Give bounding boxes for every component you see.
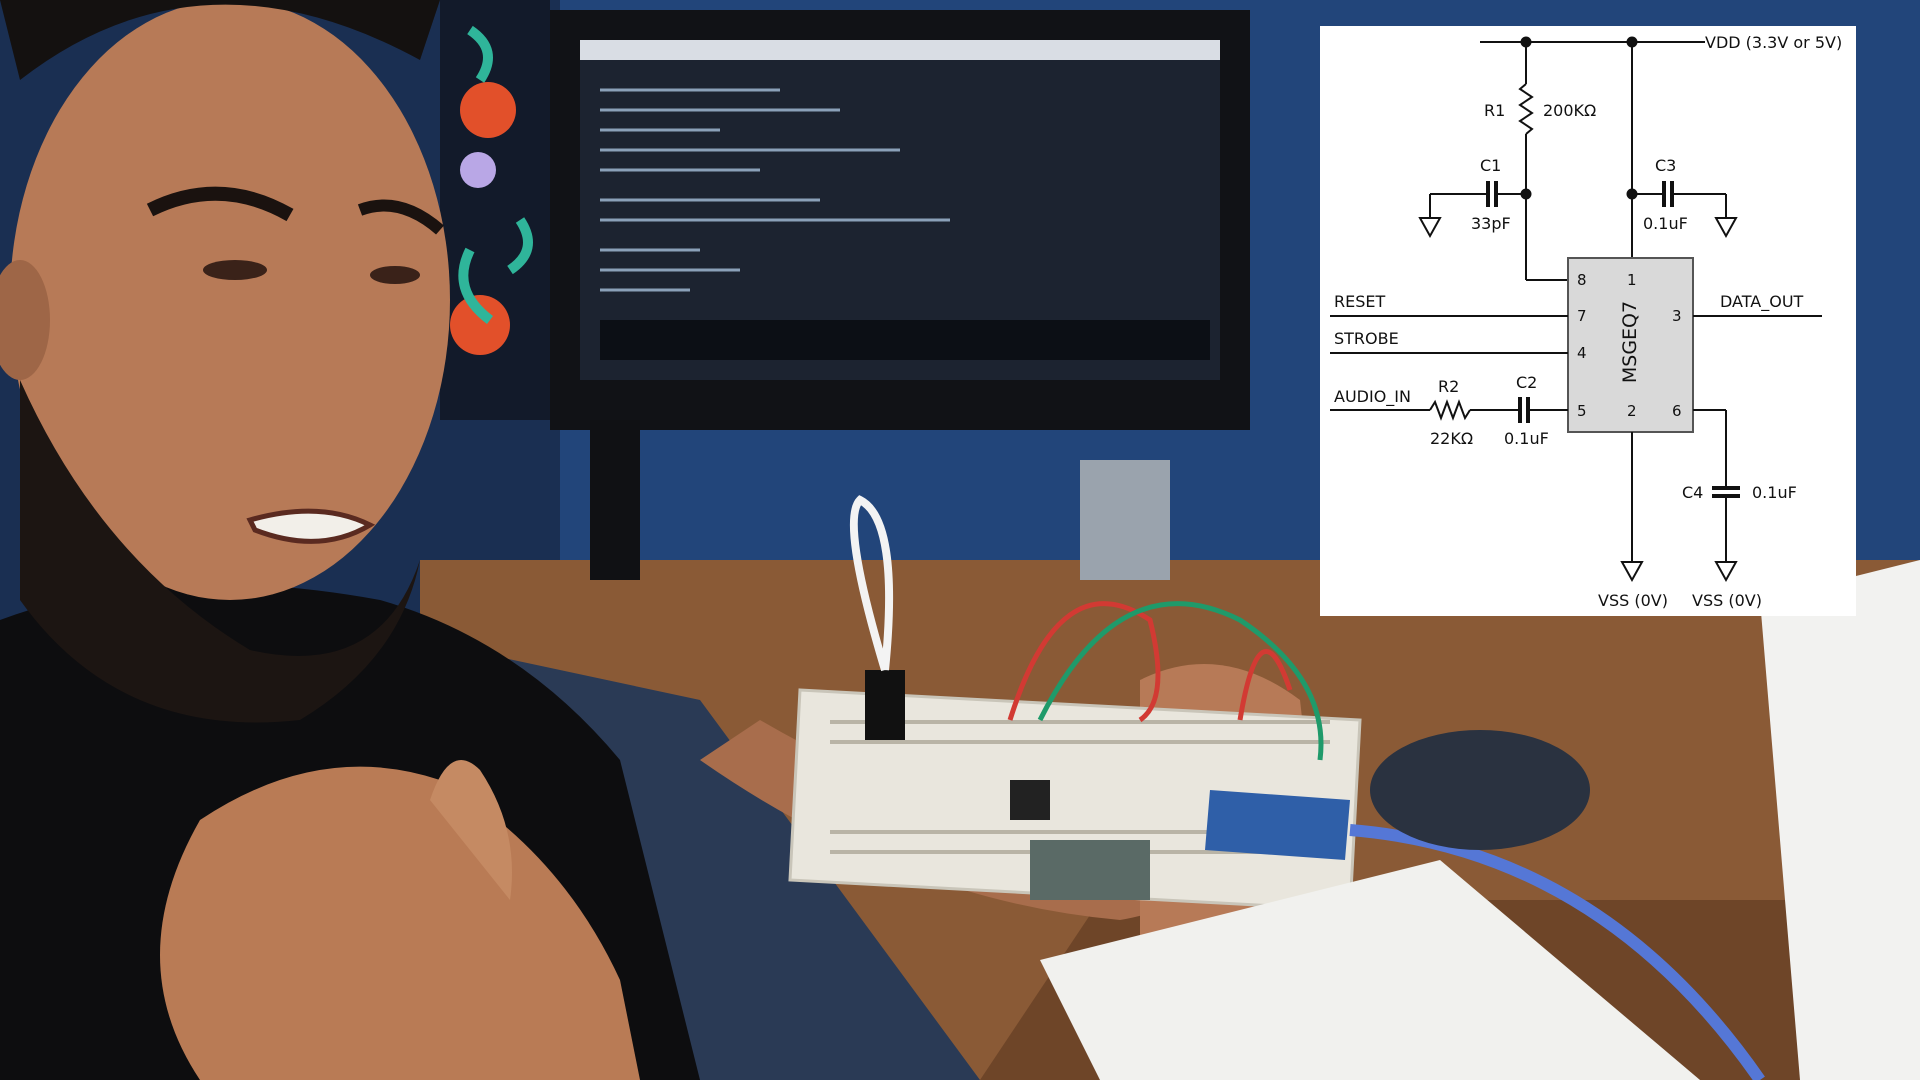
poster-flower bbox=[460, 82, 516, 138]
r2-value: 22KΩ bbox=[1430, 429, 1473, 448]
audio-jack bbox=[865, 670, 905, 740]
pin-8: 8 bbox=[1577, 271, 1587, 289]
jumper-wire-red bbox=[1237, 649, 1293, 721]
r1-value: 200KΩ bbox=[1543, 101, 1596, 120]
person-hair bbox=[0, 0, 440, 80]
person-ear bbox=[0, 260, 50, 380]
poster-flower bbox=[460, 152, 496, 188]
pin-2: 2 bbox=[1627, 402, 1637, 420]
pin-3: 3 bbox=[1672, 307, 1682, 325]
monitor-code-lines bbox=[600, 88, 950, 292]
c2-name: C2 bbox=[1516, 373, 1537, 392]
ground-symbol bbox=[1620, 561, 1644, 583]
vss-label-right: VSS (0V) bbox=[1692, 591, 1762, 610]
c4-name: C4 bbox=[1682, 483, 1703, 502]
strobe-label: STROBE bbox=[1334, 329, 1399, 348]
person-thumb bbox=[430, 760, 512, 900]
c4-value: 0.1uF bbox=[1752, 483, 1797, 502]
pin-6: 6 bbox=[1672, 402, 1682, 420]
vss-label-left: VSS (0V) bbox=[1598, 591, 1668, 610]
whiteboard bbox=[1760, 560, 1920, 1080]
msgeq7-chip bbox=[1010, 780, 1050, 820]
poster-flower bbox=[450, 295, 510, 355]
ground-symbol bbox=[1418, 217, 1442, 239]
msgeq7-ic bbox=[1567, 257, 1694, 433]
arduino-nano bbox=[1205, 790, 1350, 860]
r1-name: R1 bbox=[1484, 101, 1505, 120]
r1-resistor bbox=[1518, 83, 1534, 135]
usb-cable bbox=[1349, 824, 1765, 1080]
data-out-label: DATA_OUT bbox=[1720, 292, 1804, 312]
person-head bbox=[10, 0, 450, 600]
c3-value: 0.1uF bbox=[1643, 214, 1688, 233]
c1-name: C1 bbox=[1480, 156, 1501, 175]
monitor-titlebar bbox=[580, 40, 1220, 60]
speaker bbox=[1370, 730, 1590, 850]
ground-symbol bbox=[1714, 217, 1738, 239]
person-eye bbox=[203, 260, 267, 280]
ic-name: MSGEQ7 bbox=[1619, 301, 1641, 383]
schematic-diagram: VDD (3.3V or 5V) R1 200KΩ C1 33pF C3 0.1… bbox=[1320, 26, 1856, 616]
pin-1: 1 bbox=[1627, 271, 1637, 289]
r2-resistor bbox=[1429, 399, 1471, 421]
monitor-stand bbox=[590, 420, 640, 580]
monitor-console bbox=[600, 320, 1210, 360]
r2-name: R2 bbox=[1438, 377, 1459, 396]
jumper-wire-green bbox=[1037, 601, 1324, 761]
display-module bbox=[1030, 840, 1150, 900]
person-mouth bbox=[246, 508, 376, 544]
person-eyebrow bbox=[357, 199, 444, 235]
reset-label: RESET bbox=[1334, 292, 1385, 311]
pin-5: 5 bbox=[1577, 402, 1587, 420]
paper-sheet bbox=[1040, 860, 1700, 1080]
vdd-label: VDD (3.3V or 5V) bbox=[1705, 33, 1842, 52]
c2-value: 0.1uF bbox=[1504, 429, 1549, 448]
audio-cable bbox=[849, 495, 894, 672]
person-fist bbox=[160, 766, 640, 1080]
person-eye bbox=[370, 266, 420, 284]
pin-7: 7 bbox=[1577, 307, 1587, 325]
c1-value: 33pF bbox=[1471, 214, 1511, 233]
ground-symbol bbox=[1714, 561, 1738, 583]
poster bbox=[440, 0, 550, 420]
audio-in-label: AUDIO_IN bbox=[1334, 387, 1411, 407]
poster-leaf bbox=[458, 25, 533, 324]
pin-4: 4 bbox=[1577, 344, 1587, 362]
person-eyebrow bbox=[146, 186, 294, 222]
person-beard bbox=[20, 380, 420, 723]
pen-cup bbox=[1080, 460, 1170, 580]
c3-name: C3 bbox=[1655, 156, 1676, 175]
